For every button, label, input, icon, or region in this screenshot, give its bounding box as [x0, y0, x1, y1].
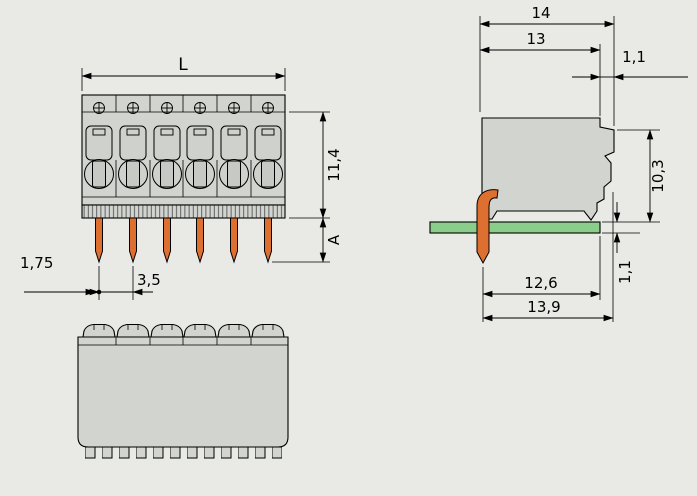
solder-pin — [230, 217, 238, 263]
dim-label-front-height: 11,4 — [325, 148, 343, 181]
dimension-height-above-board: 10,3 — [602, 129, 667, 223]
dim-label-L: L — [178, 55, 188, 75]
dim-label-board-thickness: 1,1 — [616, 260, 634, 284]
dim-label-pin-to-edge: 12,6 — [524, 274, 557, 292]
dimension-pin-length-A: A — [272, 217, 343, 263]
dimension-length-L: L — [81, 55, 286, 91]
bottom-bump — [116, 323, 150, 338]
solder-pin — [95, 217, 103, 263]
reference-dot — [96, 289, 102, 295]
bottom-bump — [183, 323, 217, 338]
dimension-pin-to-latch: 13,9 — [482, 192, 614, 322]
side-view: 14 13 1,1 10,3 1,1 — [429, 4, 688, 322]
pcb — [429, 221, 601, 234]
dimension-body-width: 13 — [479, 30, 601, 116]
dimension-pitch: 3,5 — [79, 266, 161, 300]
dim-label-height-above-board: 10,3 — [649, 159, 667, 192]
bottom-housing — [77, 336, 289, 448]
bottom-bump — [217, 323, 251, 338]
side-housing — [481, 117, 615, 221]
dim-label-pitch: 3,5 — [137, 271, 161, 289]
solder-pin — [264, 217, 272, 263]
dimension-front-height: 11,4 — [289, 111, 343, 219]
comb-strip-hatch — [81, 204, 286, 219]
dim-label-pin-to-latch: 13,9 — [527, 298, 560, 316]
dimension-pin-offset: 1,75 — [20, 254, 102, 296]
bottom-bump — [251, 323, 285, 338]
front-view: L 11,4 A 3,5 1,75 — [20, 55, 343, 300]
pole-divider-lines — [115, 95, 252, 197]
dim-label-body-width: 13 — [526, 30, 545, 48]
bottom-bumps — [82, 323, 285, 338]
solder-pin — [196, 217, 204, 263]
dimension-pin-to-edge: 12,6 — [482, 236, 601, 322]
dimension-latch-offset: 1,1 — [572, 48, 688, 81]
solder-pins-front — [95, 217, 272, 263]
side-solder-pin — [476, 189, 499, 265]
dimension-board-thickness: 1,1 — [602, 202, 640, 284]
bottom-divider-ticks — [115, 337, 252, 345]
dim-label-pin-offset: 1,75 — [20, 254, 53, 272]
dim-label-total-width: 14 — [531, 4, 550, 22]
dim-label-pin-length: A — [325, 234, 343, 245]
solder-pin — [129, 217, 137, 263]
dimension-total-width: 14 — [479, 4, 615, 126]
bottom-bump — [150, 323, 184, 338]
solder-pin — [163, 217, 171, 263]
dim-label-latch-offset: 1,1 — [622, 48, 646, 66]
bottom-bump — [82, 323, 116, 338]
bottom-view — [77, 323, 289, 459]
teeth-strip — [85, 447, 282, 459]
